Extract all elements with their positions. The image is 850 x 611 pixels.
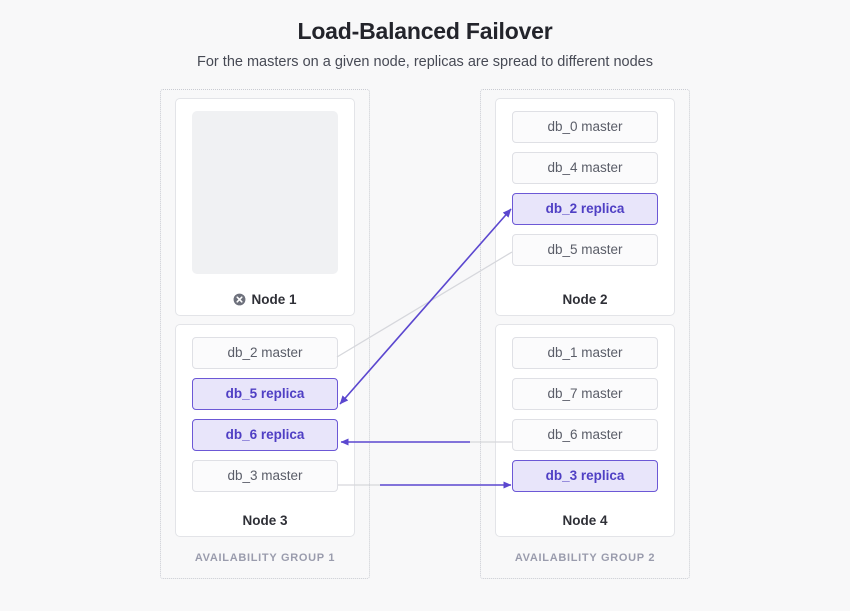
shard-db-6-replica[interactable]: db_6 replica <box>192 419 338 451</box>
node-card-node-3[interactable]: db_2 master db_5 replica db_6 replica db… <box>175 324 355 537</box>
shard-db-6-master[interactable]: db_6 master <box>512 419 658 451</box>
failed-circle-x-icon <box>233 293 246 306</box>
page-subtitle: For the masters on a given node, replica… <box>197 54 653 70</box>
shard-db-2-replica[interactable]: db_2 replica <box>512 193 658 225</box>
shard-db-4-master[interactable]: db_4 master <box>512 152 658 184</box>
shard-db-1-master[interactable]: db_1 master <box>512 337 658 369</box>
node-card-node-2[interactable]: db_0 master db_4 master db_2 replica db_… <box>495 98 675 316</box>
shard-db-5-replica[interactable]: db_5 replica <box>192 378 338 410</box>
page-title: Load-Balanced Failover <box>297 18 553 44</box>
availability-group-2-label: AVAILABILITY GROUP 2 <box>514 552 656 564</box>
node-card-node-1[interactable]: Node 1 <box>175 98 355 316</box>
empty-shard-placeholder <box>192 111 338 274</box>
node-1-label: Node 1 <box>176 292 354 307</box>
shard-db-2-master[interactable]: db_2 master <box>192 337 338 369</box>
shard-list-node-2: db_0 master db_4 master db_2 replica db_… <box>512 111 658 266</box>
header: Load-Balanced Failover For the masters o… <box>0 0 850 70</box>
node-4-name: Node 4 <box>562 513 608 528</box>
availability-group-1-label: AVAILABILITY GROUP 1 <box>194 552 336 564</box>
node-1-name: Node 1 <box>251 292 297 307</box>
shard-list-node-3: db_2 master db_5 replica db_6 replica db… <box>192 337 338 492</box>
node-3-label: Node 3 <box>176 513 354 528</box>
node-2-name: Node 2 <box>562 292 608 307</box>
node-2-label: Node 2 <box>496 292 674 307</box>
shard-db-3-replica[interactable]: db_3 replica <box>512 460 658 492</box>
node-4-label: Node 4 <box>496 513 674 528</box>
node-3-name: Node 3 <box>242 513 288 528</box>
shard-db-5-master[interactable]: db_5 master <box>512 234 658 266</box>
shard-list-node-4: db_1 master db_7 master db_6 master db_3… <box>512 337 658 492</box>
shard-db-7-master[interactable]: db_7 master <box>512 378 658 410</box>
shard-db-0-master[interactable]: db_0 master <box>512 111 658 143</box>
node-card-node-4[interactable]: db_1 master db_7 master db_6 master db_3… <box>495 324 675 537</box>
shard-db-3-master[interactable]: db_3 master <box>192 460 338 492</box>
